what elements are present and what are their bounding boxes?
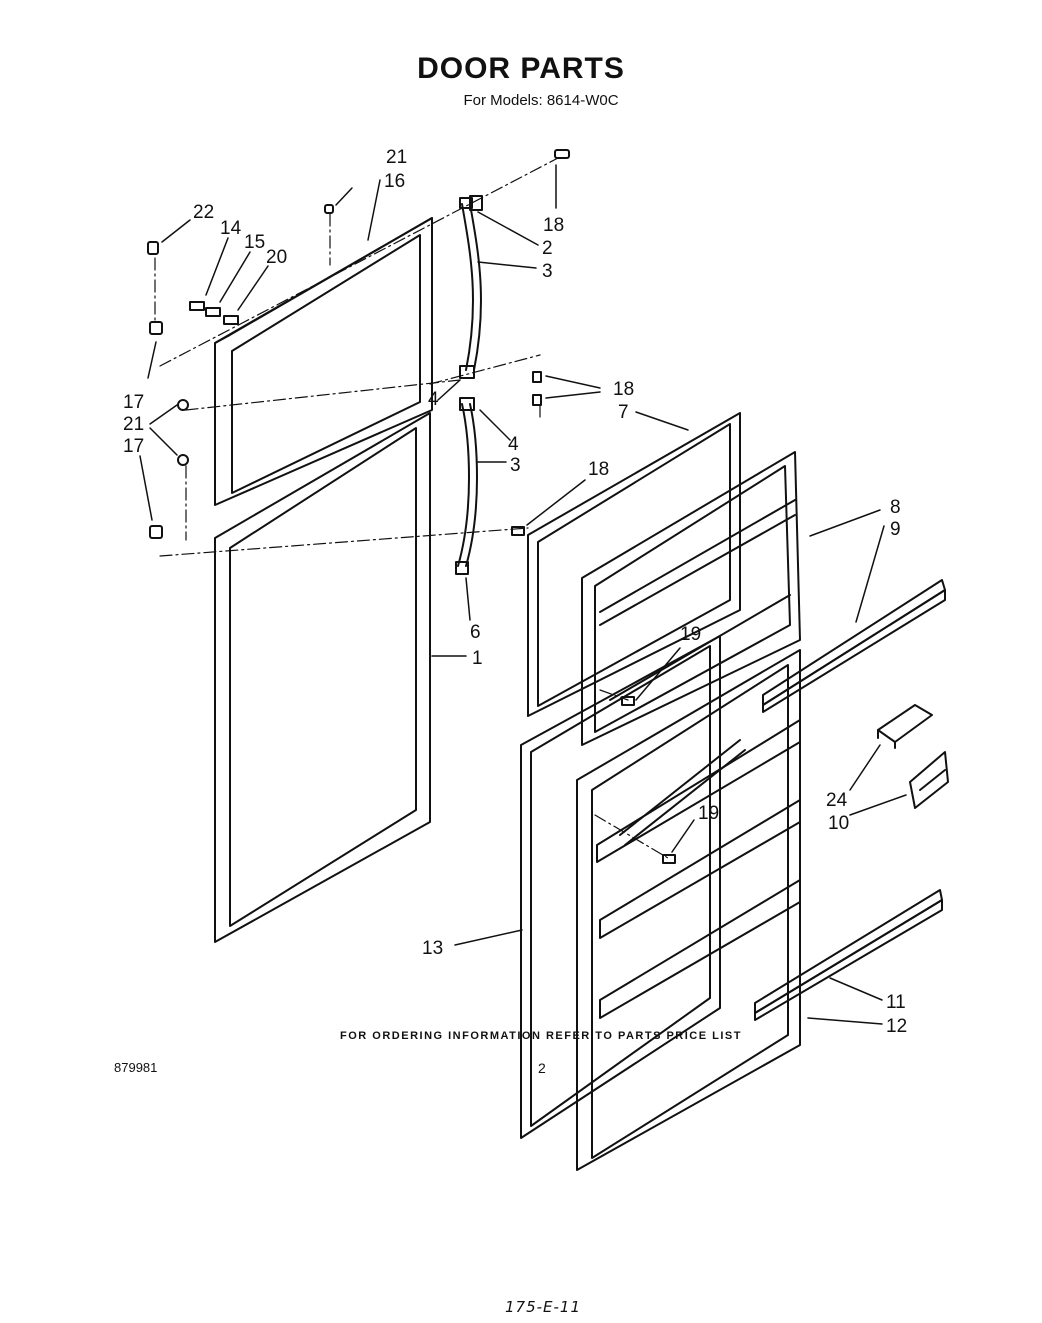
document-number: 879981 — [114, 1060, 158, 1075]
callout-21: 21 — [386, 147, 407, 168]
page-number: 2 — [538, 1060, 546, 1076]
callout-4-right: 4 — [508, 434, 519, 455]
callout-6: 6 — [470, 622, 481, 643]
callout-7: 7 — [618, 402, 629, 423]
callout-24: 24 — [826, 790, 848, 811]
callout-11: 11 — [886, 992, 906, 1013]
callout-labels: 21 16 22 14 15 20 18 2 3 18 7 4 4 3 17 2… — [123, 147, 907, 1037]
callout-18-lower: 18 — [588, 459, 609, 480]
freezer-gasket — [527, 412, 741, 717]
callout-16: 16 — [384, 171, 405, 192]
refrigerator-gasket — [520, 635, 721, 1139]
callout-3-lower: 3 — [510, 455, 521, 476]
freezer-shelf-bar — [762, 579, 946, 713]
butter-compartment-cover — [877, 704, 933, 749]
callout-22: 22 — [193, 202, 214, 223]
callout-9: 9 — [890, 519, 901, 540]
callout-4-left: 4 — [428, 389, 439, 410]
callout-12: 12 — [886, 1016, 907, 1037]
callout-18-middle: 18 — [613, 379, 634, 400]
ordering-information-note: FOR ORDERING INFORMATION REFER TO PARTS … — [340, 1030, 742, 1042]
page-title: DOOR PARTS — [417, 52, 625, 85]
callout-19-lower: 19 — [698, 803, 719, 824]
upper-handle — [459, 195, 483, 371]
callout-14: 14 — [220, 218, 242, 239]
callout-17-lower: 17 — [123, 436, 144, 457]
handwritten-code: 175-E-11 — [505, 1298, 582, 1316]
callout-3-upper: 3 — [542, 261, 553, 282]
refrigerator-door-panel — [214, 412, 431, 943]
refrigerator-shelf-bar — [754, 889, 943, 1021]
freezer-door-panel — [214, 217, 433, 506]
model-subtitle: For Models: 8614-W0C — [463, 92, 619, 109]
callout-19-upper: 19 — [680, 624, 701, 645]
hardware-parts — [147, 149, 676, 864]
callout-13: 13 — [422, 938, 443, 959]
callout-1: 1 — [472, 648, 483, 669]
callout-15: 15 — [244, 232, 265, 253]
callout-10: 10 — [828, 813, 849, 834]
callout-8: 8 — [890, 497, 901, 518]
callout-17-upper: 17 — [123, 392, 144, 413]
callout-2: 2 — [542, 238, 553, 259]
alignment-lines — [154, 157, 669, 859]
refrigerator-inner-liner — [576, 649, 801, 1171]
callout-18-top: 18 — [543, 215, 564, 236]
callout-21-left: 21 — [123, 414, 144, 435]
lower-handle — [455, 365, 478, 575]
callout-20: 20 — [266, 247, 287, 268]
door-shelf-rail — [909, 751, 949, 809]
leader-lines — [139, 164, 907, 1025]
